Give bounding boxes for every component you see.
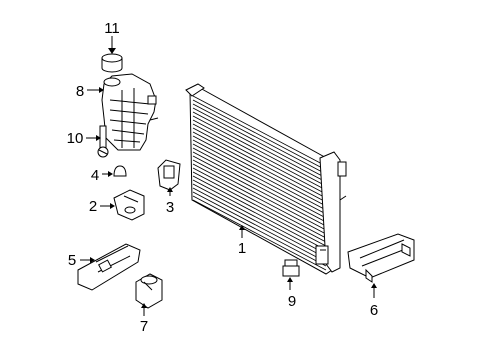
lower-mounting-bracket <box>77 243 141 291</box>
radiator-fin-line <box>192 163 327 235</box>
radiator-fin-line <box>192 183 327 255</box>
radiator-fin-line <box>192 147 327 219</box>
callout-11: 9 <box>288 293 296 310</box>
callout-4: 4 <box>91 167 99 184</box>
callout-labels: 11 8 10 4 2 3 5 7 1 9 6 <box>67 20 379 335</box>
radiator-fin-line <box>192 171 327 243</box>
radiator-fin-line <box>192 175 327 247</box>
callout-6: 6 <box>370 302 378 319</box>
level-sensor <box>97 125 109 158</box>
radiator-fin-line <box>192 191 327 263</box>
radiator-fin-line <box>192 127 327 199</box>
leader-lines <box>80 36 377 316</box>
lower-support-bracket-right <box>347 233 415 283</box>
callout-3: 3 <box>166 199 174 216</box>
radiator-fin-line <box>192 167 327 239</box>
drain-plug <box>282 259 300 277</box>
radiator-fin-line <box>192 99 327 171</box>
expansion-tank-cap <box>101 53 123 73</box>
callout-5: 5 <box>68 252 76 269</box>
radiator-fin-line <box>192 143 327 215</box>
callout-2: 2 <box>89 198 97 215</box>
radiator-fin-line <box>192 195 327 267</box>
callout-10: 10 <box>67 130 84 147</box>
expansion-tank <box>101 73 159 151</box>
radiator-fin-line <box>192 135 327 207</box>
radiator-fin-line <box>192 111 327 183</box>
radiator-fin-line <box>192 187 327 259</box>
rubber-insulator <box>135 273 163 309</box>
radiator-fin-line <box>192 159 327 231</box>
radiator-fin-line <box>192 107 327 179</box>
radiator-fin-line <box>192 119 327 191</box>
radiator-fin-line <box>192 179 327 251</box>
mounting-bracket-left <box>113 189 145 221</box>
callout-8: 8 <box>76 83 84 100</box>
radiator-fin-line <box>192 155 327 227</box>
callout-9: 11 <box>104 20 120 37</box>
callout-1: 1 <box>238 240 246 257</box>
rubber-cap <box>113 165 127 177</box>
side-mount-clip <box>157 159 181 191</box>
radiator-fin-line <box>192 151 327 223</box>
radiator-fin-line <box>192 103 327 175</box>
radiator-fin-line <box>192 131 327 203</box>
radiator-fin-line <box>192 95 327 167</box>
radiator-fin-line <box>192 123 327 195</box>
radiator-fins <box>192 95 327 271</box>
radiator <box>185 83 347 275</box>
radiator-fin-line <box>192 115 327 187</box>
callout-7: 7 <box>140 318 148 335</box>
radiator-fin-line <box>192 199 327 271</box>
radiator-fin-line <box>192 139 327 211</box>
